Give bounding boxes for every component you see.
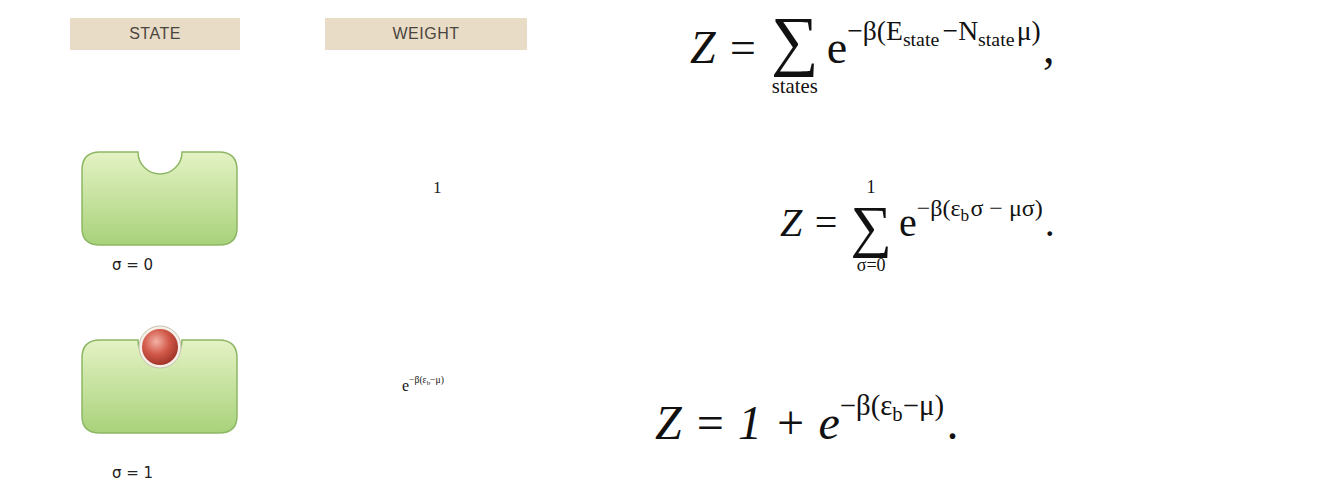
math-symbol: b (961, 206, 970, 225)
math-symbol: σ − μσ) (970, 195, 1042, 221)
math-symbol: μ) (1017, 15, 1041, 46)
math-symbol: b (892, 403, 902, 425)
math-symbol: state (978, 28, 1014, 50)
sum-sign: ∑ (850, 198, 891, 256)
header-text: STATE (129, 25, 181, 43)
empty-receptor (82, 152, 237, 245)
math-symbol: . (1045, 200, 1055, 245)
math-symbol: −β(ε (409, 374, 427, 385)
math-symbol: e (402, 377, 409, 394)
state-label: σ = 0 (112, 256, 153, 274)
sum-sign: ∑ (771, 8, 819, 75)
ligand-halo (139, 326, 181, 368)
header-text: WEIGHT (393, 25, 460, 43)
column-header: WEIGHT (325, 18, 527, 50)
summation: ∑states (771, 8, 819, 97)
math-symbol: Z = (690, 22, 758, 73)
math-symbol: −β(E (847, 15, 903, 46)
grand-partition-function-sum: Z =1∑σ=0e−β(εbσ − μσ). (780, 178, 1055, 276)
grand-partition-function-general: Z =∑statese−β(Estate−Nstateμ), (690, 8, 1054, 97)
grand-partition-function-result: Z = 1 + e−β(εb−μ). (655, 388, 958, 452)
math-symbol: Z = 1 + e (655, 396, 840, 449)
sum-lower-limit: states (772, 75, 818, 98)
math-group: −β(εb−μ) (409, 374, 444, 385)
math-symbol: −μ) (430, 374, 444, 385)
state-label: σ = 1 (112, 464, 153, 482)
math-symbol: −N (943, 15, 979, 46)
sum-upper-limit: 1 (867, 178, 876, 198)
weight-formula: e−β(εb−μ) (402, 374, 444, 395)
ligand-ball (142, 329, 178, 365)
column-header: STATE (70, 18, 240, 50)
math-symbol: −μ) (903, 389, 944, 421)
weight-value: 1 (433, 178, 442, 198)
summation: 1∑σ=0 (850, 178, 891, 276)
math-symbol: e (899, 200, 917, 245)
math-symbol: , (1043, 22, 1055, 73)
math-symbol: −β(ε (840, 389, 893, 421)
math-symbol: Z = (780, 200, 839, 245)
math-group: −β(εb−μ) (840, 389, 944, 421)
math-symbol: e (827, 22, 847, 73)
math-symbol: b (427, 379, 430, 386)
math-group: −β(Estate−Nstateμ) (847, 15, 1040, 46)
sum-lower-limit: σ=0 (857, 256, 886, 276)
math-symbol: −β(ε (917, 195, 961, 221)
math-symbol: . (946, 396, 958, 449)
math-symbol: state (903, 28, 939, 50)
math-group: −β(εbσ − μσ) (917, 195, 1043, 221)
